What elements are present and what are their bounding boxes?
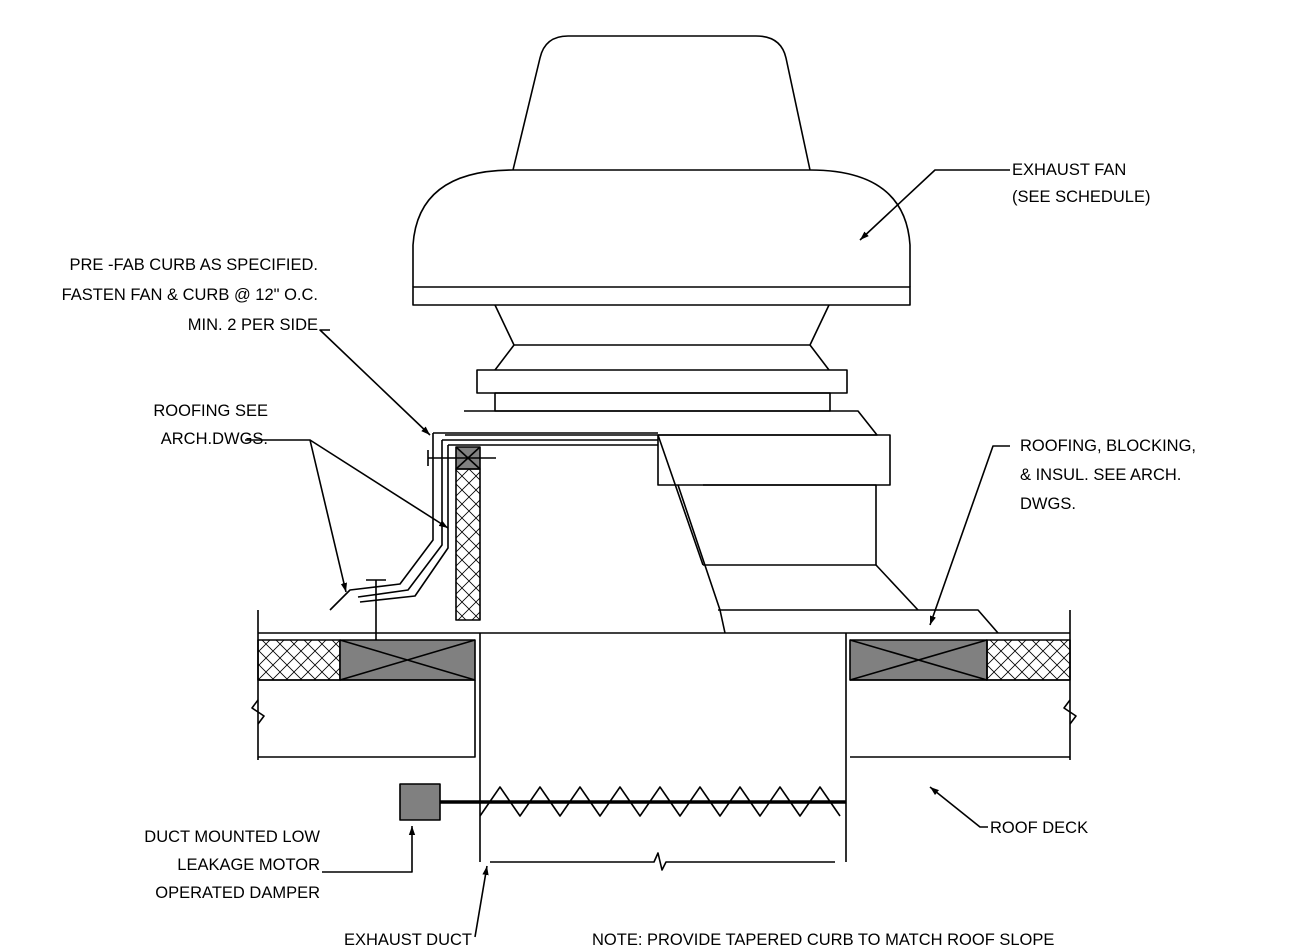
label-roofing-left: ROOFING SEE ARCH.DWGS. — [153, 402, 268, 448]
svg-text:PRE -FAB CURB AS SPECIFIED.: PRE -FAB CURB AS SPECIFIED. — [70, 256, 318, 274]
svg-text:DUCT MOUNTED LOW: DUCT MOUNTED LOW — [144, 828, 320, 846]
left-insulation — [257, 639, 341, 681]
svg-text:OPERATED DAMPER: OPERATED DAMPER — [155, 884, 320, 902]
fan-base-flange — [494, 392, 831, 412]
svg-text:& INSUL. SEE ARCH.: & INSUL. SEE ARCH. — [1020, 466, 1181, 484]
fan-motor-housing — [657, 434, 891, 486]
svg-text:ROOFING SEE: ROOFING SEE — [153, 402, 268, 420]
right-flashing — [718, 609, 999, 634]
svg-text:ARCH.DWGS.: ARCH.DWGS. — [161, 430, 268, 448]
fan-dome — [412, 169, 911, 287]
curb-flashing — [329, 432, 658, 611]
svg-text:(SEE SCHEDULE): (SEE SCHEDULE) — [1012, 188, 1150, 206]
label-exhaust-duct: EXHAUST DUCT — [344, 931, 472, 949]
curb-cap — [445, 410, 878, 436]
damper-blades — [479, 786, 841, 817]
label-exhaust-fan: EXHAUST FAN (SEE SCHEDULE) — [1012, 161, 1150, 206]
fan-base-band — [412, 286, 911, 306]
svg-text:FASTEN FAN & CURB @ 12" O.C.: FASTEN FAN & CURB @ 12" O.C. — [62, 286, 318, 304]
label-pre-fab-curb: PRE -FAB CURB AS SPECIFIED. FASTEN FAN &… — [62, 256, 318, 334]
exhaust-duct — [479, 633, 847, 871]
label-roofing-right: ROOFING, BLOCKING, & INSUL. SEE ARCH. DW… — [1020, 437, 1196, 513]
curb-insulation — [455, 468, 481, 621]
fan-hood-top — [512, 35, 811, 171]
fan-neck — [494, 304, 830, 346]
svg-text:EXHAUST FAN: EXHAUST FAN — [1012, 161, 1126, 179]
curb-fastener — [427, 450, 496, 466]
svg-text:DWGS.: DWGS. — [1020, 495, 1076, 513]
svg-text:ROOFING, BLOCKING,: ROOFING, BLOCKING, — [1020, 437, 1196, 455]
right-insulation — [986, 639, 1071, 681]
damper-actuator — [399, 783, 441, 821]
label-damper: DUCT MOUNTED LOW LEAKAGE MOTOR OPERATED … — [144, 828, 320, 902]
svg-text:MIN. 2 PER SIDE: MIN. 2 PER SIDE — [188, 316, 318, 334]
svg-text:LEAKAGE MOTOR: LEAKAGE MOTOR — [177, 856, 320, 874]
fan-collar — [476, 369, 848, 394]
label-roof-deck: ROOF DECK — [990, 819, 1088, 837]
note-tapered-curb: NOTE: PROVIDE TAPERED CURB TO MATCH ROOF… — [592, 931, 1054, 949]
